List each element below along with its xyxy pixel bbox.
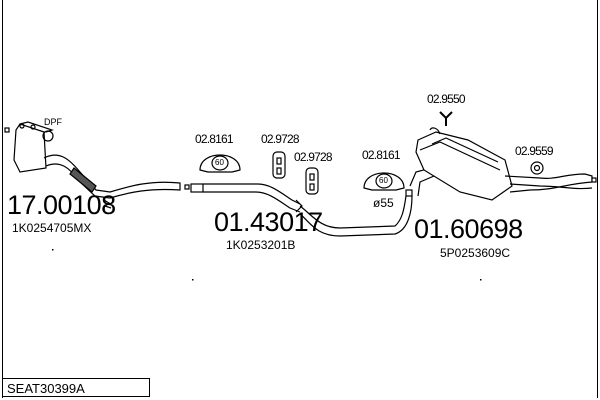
connector	[184, 184, 190, 190]
clamp2-size: 60	[379, 176, 388, 185]
dpf-oem-number: 1K0254705MX	[12, 221, 92, 235]
mount-icon	[439, 111, 453, 126]
hanger-icon	[272, 151, 286, 179]
diagram-code: SEAT30399A	[2, 378, 150, 397]
diameter-label: ø55	[373, 196, 394, 210]
clamp1-size: 60	[215, 158, 224, 167]
clamp2-ref: 02.8161	[362, 148, 401, 162]
rear-silencer-part-number: 01.60698	[414, 214, 523, 244]
middle-pipe	[190, 183, 413, 237]
middle-pipe-oem-number: 1K0253201B	[226, 238, 296, 252]
hanger1-ref: 02.9728	[261, 132, 300, 146]
hanger2-ref: 02.9728	[294, 150, 333, 164]
dpf-part-number: 17.00108	[7, 190, 116, 220]
ring-icon	[530, 161, 544, 175]
clamp-icon	[363, 172, 405, 191]
mount1-ref: 02.9550	[427, 92, 466, 106]
middle-pipe-part-number: 01.43017	[214, 207, 323, 237]
ring1-ref: 02.9559	[515, 144, 554, 158]
dpf-label: DPF	[44, 117, 62, 127]
dpf-unit	[4, 121, 181, 209]
clamp-icon	[199, 154, 241, 173]
dot-marks	[52, 249, 482, 281]
rear-silencer	[409, 127, 597, 201]
hanger-icon	[305, 167, 319, 195]
clamp1-ref: 02.8161	[195, 132, 234, 146]
rear-silencer-oem-number: 5P0253609C	[440, 246, 511, 260]
